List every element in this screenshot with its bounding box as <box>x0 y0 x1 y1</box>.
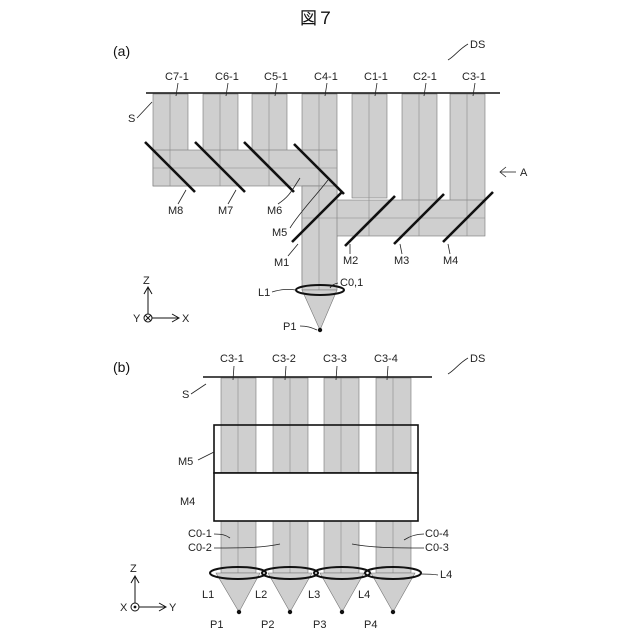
point-p3 <box>340 610 344 614</box>
point-p1 <box>318 328 322 332</box>
channel-label: C3-2 <box>272 353 296 365</box>
lens-l4-right-label: L4 <box>440 569 452 581</box>
channel-label: C2-1 <box>413 71 437 83</box>
channel-label: C1-1 <box>364 71 388 83</box>
panel-a-ds-leader <box>448 44 468 60</box>
channel-label: C3-3 <box>323 353 347 365</box>
mirror-label: M5 <box>272 227 287 239</box>
mirror-label: M6 <box>267 205 282 217</box>
lens-l1-label: L1 <box>258 287 270 299</box>
panel-b: (b) DS S C3-1 C3-2 C3-3 C3-4 M5 <box>113 353 485 631</box>
mirror-block-m4-label: M4 <box>180 496 195 508</box>
channel-label: C3-4 <box>374 353 398 365</box>
beam-c3-1 <box>450 94 485 204</box>
axis-z-label: Z <box>143 275 150 287</box>
panel-a-label: (a) <box>113 43 130 59</box>
mirror-label: M2 <box>343 255 358 267</box>
mirror-leader <box>400 244 402 254</box>
panel-a-ds-label: DS <box>470 39 485 51</box>
mirror-leader <box>288 244 298 256</box>
beam-label: C0-4 <box>425 528 449 540</box>
mirror-label: M7 <box>218 205 233 217</box>
axis-x-label: X <box>120 602 128 614</box>
mirror-label: M4 <box>443 255 458 267</box>
sensor-label-s: S <box>182 389 189 401</box>
channel-label: C4-1 <box>314 71 338 83</box>
beam-cone-p1 <box>302 290 337 330</box>
mirror-label: M8 <box>168 205 183 217</box>
sensor-s-leader <box>191 384 206 394</box>
beam-label: C0-2 <box>188 542 212 554</box>
panel-a: (a) DS S C7-1 C6-1 C5-1 <box>113 39 528 333</box>
mirror-block-m5-leader <box>198 452 214 460</box>
panel-b-ds-leader <box>448 358 468 374</box>
lens-l4-right-leader <box>421 574 438 575</box>
beam-c0-1-label: C0,1 <box>340 277 363 289</box>
mirror-label: M1 <box>274 257 289 269</box>
point-p2 <box>288 610 292 614</box>
point-p4 <box>391 610 395 614</box>
point-p1-leader <box>300 326 317 330</box>
lens-label: L4 <box>358 589 370 601</box>
mirror-block-m4 <box>214 473 418 521</box>
mirror-block-m5-label: M5 <box>178 456 193 468</box>
lens-l1-leader <box>272 289 296 292</box>
axis-x-label: X <box>182 313 190 325</box>
point-p1-label: P1 <box>283 321 296 333</box>
beam-c1-1 <box>352 94 387 198</box>
lens-label: L3 <box>308 589 320 601</box>
point-label: P3 <box>313 619 326 631</box>
channel-label: C3-1 <box>220 353 244 365</box>
point-label: P1 <box>210 619 223 631</box>
beam-label: C0-3 <box>425 542 449 554</box>
mirror-leader <box>228 190 236 204</box>
beam-label: C0-1 <box>188 528 212 540</box>
axis-x-dot <box>134 606 137 609</box>
point-label: P4 <box>364 619 377 631</box>
point-p1 <box>237 610 241 614</box>
point-label: P2 <box>261 619 274 631</box>
sensor-label-s: S <box>128 113 135 125</box>
figure-title: 図７ <box>300 9 334 29</box>
panel-b-label: (b) <box>113 359 130 375</box>
panel-b-ds-label: DS <box>470 353 485 365</box>
axis-y-label: Y <box>169 602 177 614</box>
channel-label: C5-1 <box>264 71 288 83</box>
arrow-a-label: A <box>520 167 528 179</box>
axis-z-label: Z <box>130 563 137 575</box>
channel-label: C3-1 <box>462 71 486 83</box>
sensor-s-leader <box>137 102 152 118</box>
lens-label: L1 <box>202 589 214 601</box>
channel-label: C6-1 <box>215 71 239 83</box>
channel-label: C7-1 <box>165 71 189 83</box>
mirror-leader <box>178 190 186 204</box>
mirror-leader <box>448 244 450 254</box>
axis-y-label: Y <box>133 313 141 325</box>
lens-label: L2 <box>255 589 267 601</box>
beam-c2-1 <box>402 94 437 204</box>
mirror-label: M3 <box>394 255 409 267</box>
